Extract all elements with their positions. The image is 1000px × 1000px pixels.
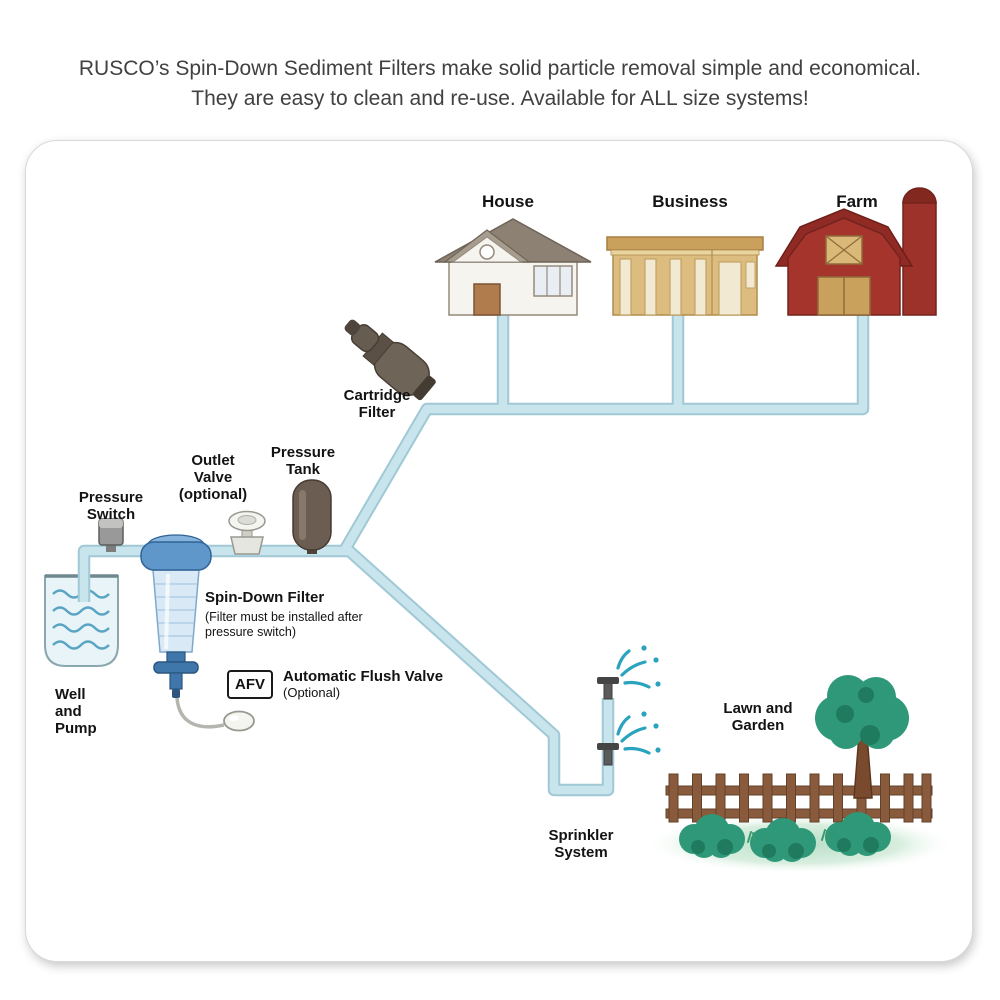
lawn-garden-label-line1: Lawn and — [723, 700, 793, 717]
cartridge-filter-label: Cartridge Filter — [317, 387, 437, 421]
sprinkler-system-label: Sprinkler System — [521, 827, 641, 861]
cartridge-filter-label-line1: Cartridge — [343, 387, 411, 404]
house-label: House — [482, 192, 534, 211]
header-line2: They are easy to clean and re-use. Avail… — [191, 87, 809, 110]
spin-down-filter-note-line2: pressure switch) — [205, 625, 296, 639]
outlet-valve-label: Outlet Valve (optional) — [153, 452, 273, 503]
afv-badge: AFV — [227, 670, 273, 699]
spin-down-filter-note-line1: (Filter must be installed after — [205, 610, 363, 624]
header-text: RUSCO’s Spin-Down Sediment Filters make … — [0, 54, 1000, 114]
lawn-garden-label: Lawn and Garden — [703, 700, 813, 734]
header-line1: RUSCO’s Spin-Down Sediment Filters make … — [78, 57, 922, 80]
pressure-switch-label-line2: Switch — [86, 506, 136, 523]
sprinkler-system-label-line1: Sprinkler — [548, 827, 614, 844]
well-pump-label: Well and Pump — [55, 686, 135, 737]
outlet-valve-label-line1: Outlet — [191, 452, 235, 469]
well-pump-label-line3: Pump — [55, 720, 97, 737]
pressure-switch-label: Pressure Switch — [51, 489, 171, 523]
spin-down-filter-label: Spin-Down Filter (Filter must be install… — [205, 589, 425, 640]
automatic-flush-valve-label: Automatic Flush Valve (Optional) — [283, 668, 503, 701]
diagram-panel — [25, 140, 973, 962]
spin-down-filter-title: Spin-Down Filter — [205, 589, 325, 606]
outlet-valve-label-line3: (optional) — [178, 486, 248, 503]
cartridge-filter-label-line2: Filter — [358, 404, 396, 421]
well-pump-label-line1: Well — [55, 686, 86, 703]
well-pump-label-line2: and — [55, 703, 82, 720]
farm-label: Farm — [836, 192, 878, 211]
pressure-switch-label-line1: Pressure — [78, 489, 144, 506]
sprinkler-system-label-line2: System — [554, 844, 608, 861]
automatic-flush-valve-title: Automatic Flush Valve — [283, 668, 444, 685]
outlet-valve-label-line2: Valve — [193, 469, 233, 486]
lawn-garden-label-line2: Garden — [731, 717, 785, 734]
business-label: Business — [652, 192, 728, 211]
automatic-flush-valve-note: (Optional) — [283, 685, 341, 700]
